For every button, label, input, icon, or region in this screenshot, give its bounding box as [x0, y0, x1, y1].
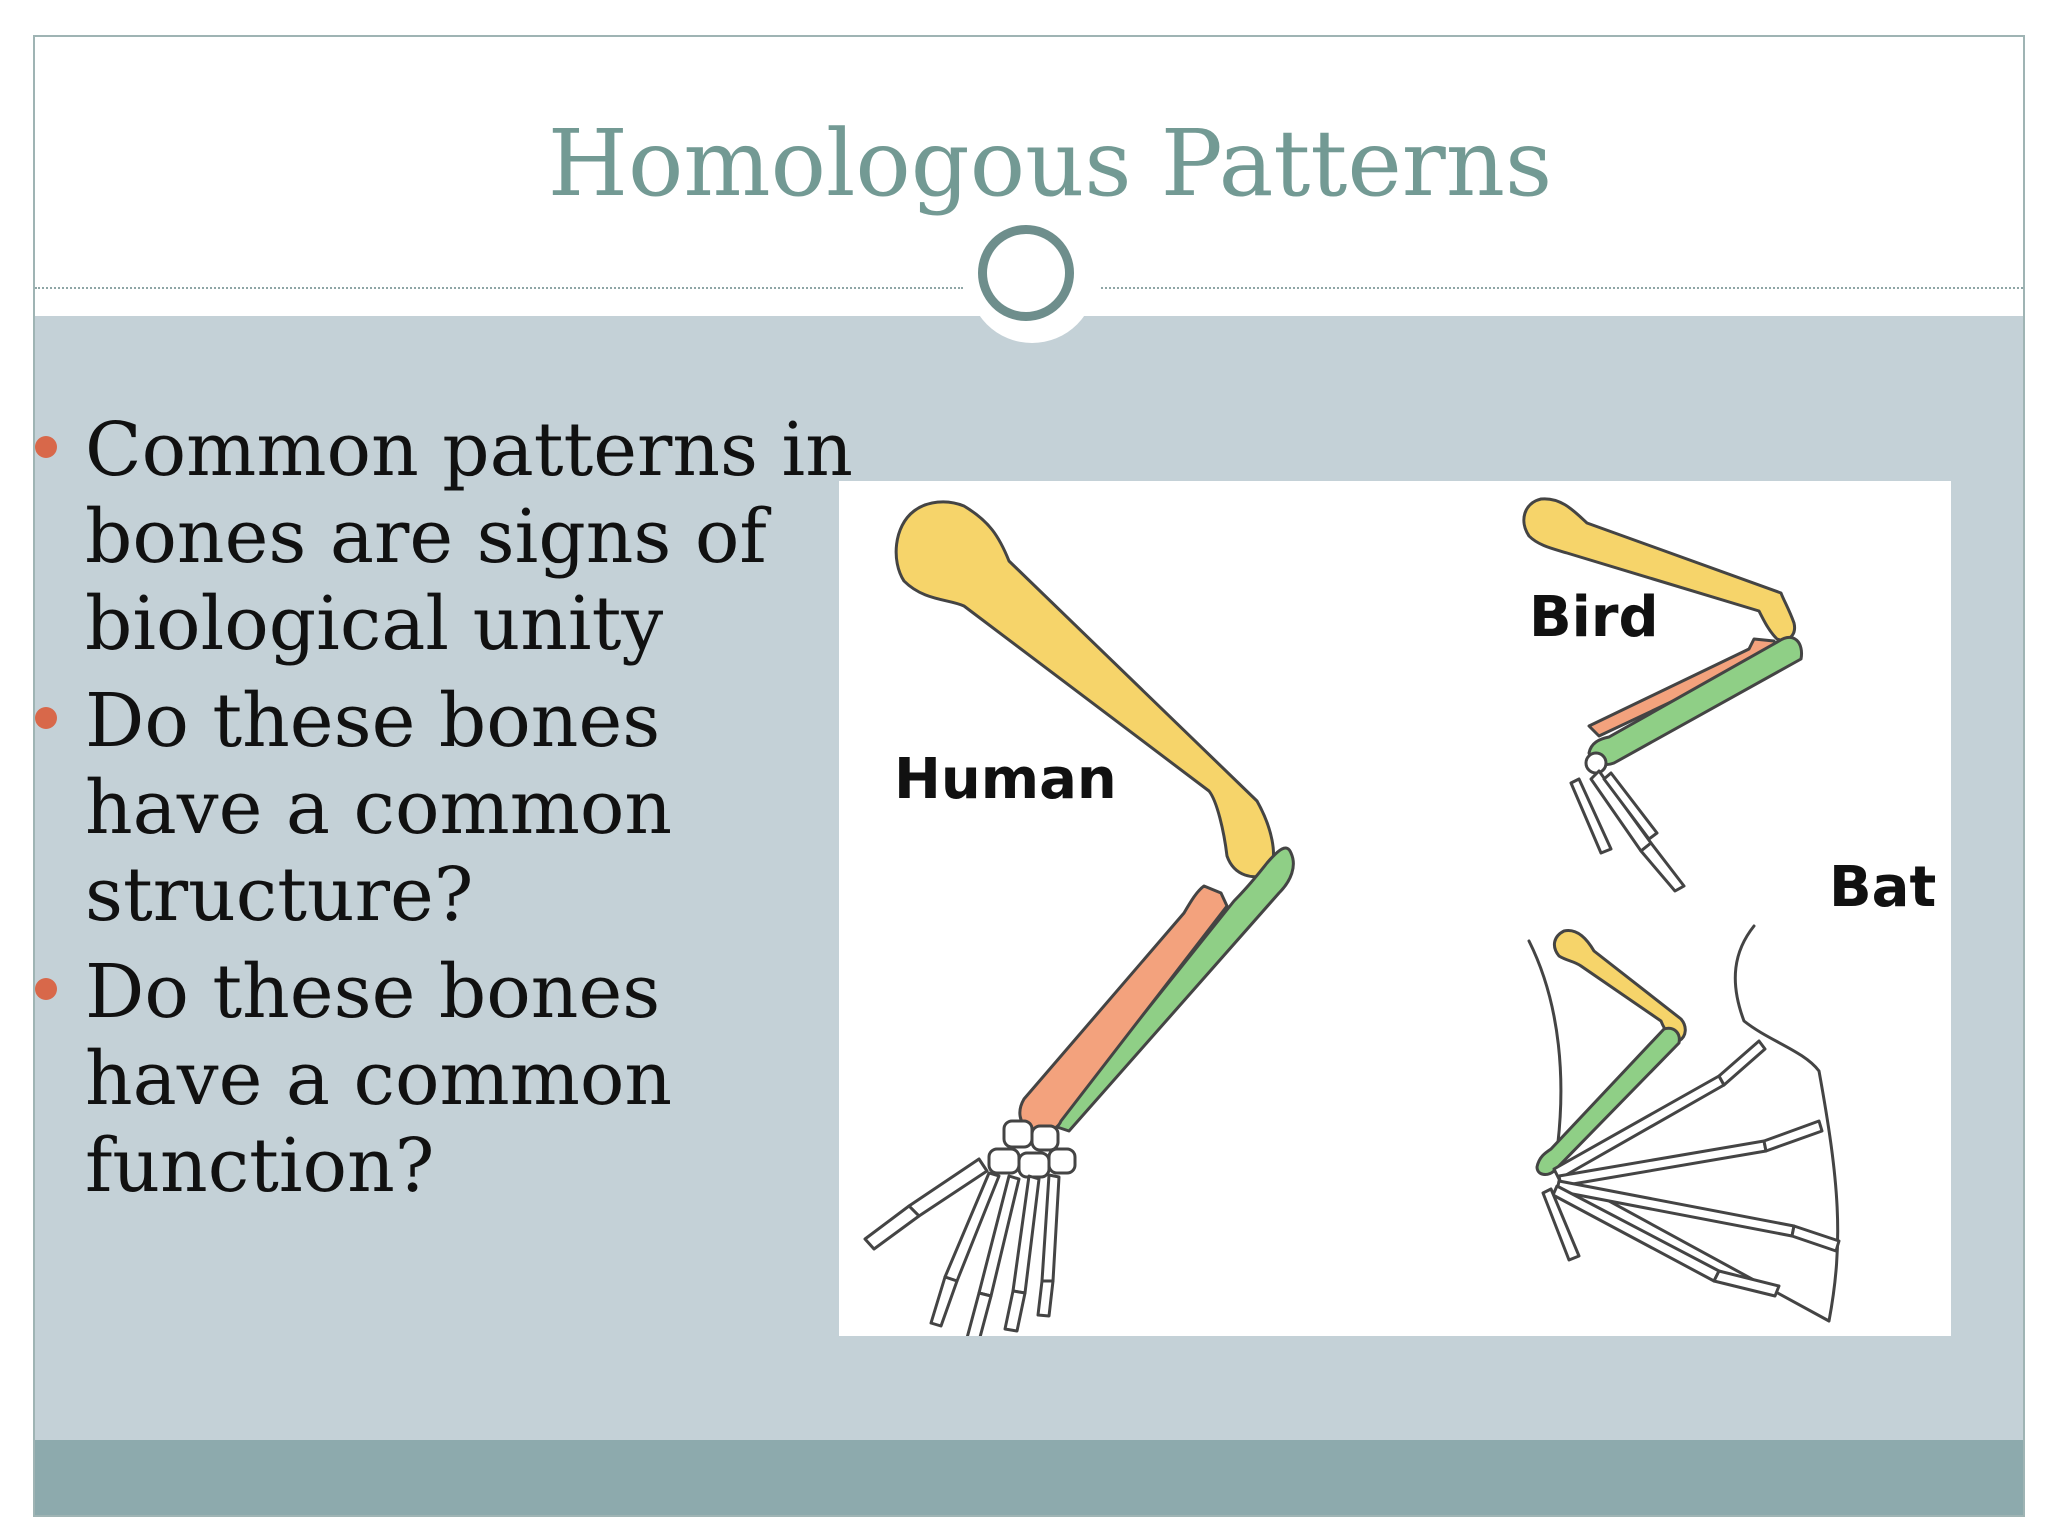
- footer-band: [35, 1440, 2023, 1515]
- human-ulna: [1052, 846, 1295, 1133]
- bird-wing: [1522, 497, 1804, 893]
- human-radius: [1018, 884, 1229, 1133]
- bat-fingers: [1541, 1039, 1841, 1298]
- bullet-list: Common patterns in bones are signs of bi…: [35, 407, 855, 1220]
- label-human: Human: [894, 747, 1117, 812]
- bullet-item: Common patterns in bones are signs of bi…: [35, 407, 855, 668]
- bullet-text: Do these bones have a common function?: [85, 949, 673, 1209]
- bullet-dot-icon: [35, 707, 57, 729]
- human-humerus: [894, 500, 1275, 879]
- bird-humerus: [1522, 497, 1797, 642]
- title-divider-right: [1101, 287, 2023, 289]
- bullet-dot-icon: [35, 436, 57, 458]
- bullet-item: Do these bones have a common structure?: [35, 678, 855, 939]
- bullet-text: Common patterns in bones are signs of bi…: [85, 407, 853, 667]
- limb-bones-diagram: Human Bird Bat: [863, 497, 1936, 1336]
- homologous-limbs-figure: Human Bird Bat: [839, 481, 1951, 1336]
- bird-hand: [1569, 751, 1686, 893]
- human-hand: [863, 1119, 1077, 1336]
- bullet-dot-icon: [35, 978, 57, 1000]
- bird-radius: [1587, 637, 1781, 738]
- slide: Homologous Patterns Common patterns in b…: [33, 35, 2025, 1517]
- bird-ulna: [1587, 635, 1804, 767]
- bullet-text: Do these bones have a common structure?: [85, 678, 673, 938]
- slide-title: Homologous Patterns: [547, 110, 1553, 217]
- bullet-item: Do these bones have a common function?: [35, 949, 855, 1210]
- bat-humerus: [1552, 929, 1687, 1043]
- title-divider-left: [35, 287, 963, 289]
- bat-forearm: [1535, 1026, 1681, 1176]
- label-bird: Bird: [1529, 585, 1659, 650]
- label-bat: Bat: [1829, 855, 1936, 920]
- circle-ornament-icon: [978, 225, 1074, 321]
- bat-wing: [1527, 924, 1841, 1323]
- human-arm: [863, 500, 1295, 1336]
